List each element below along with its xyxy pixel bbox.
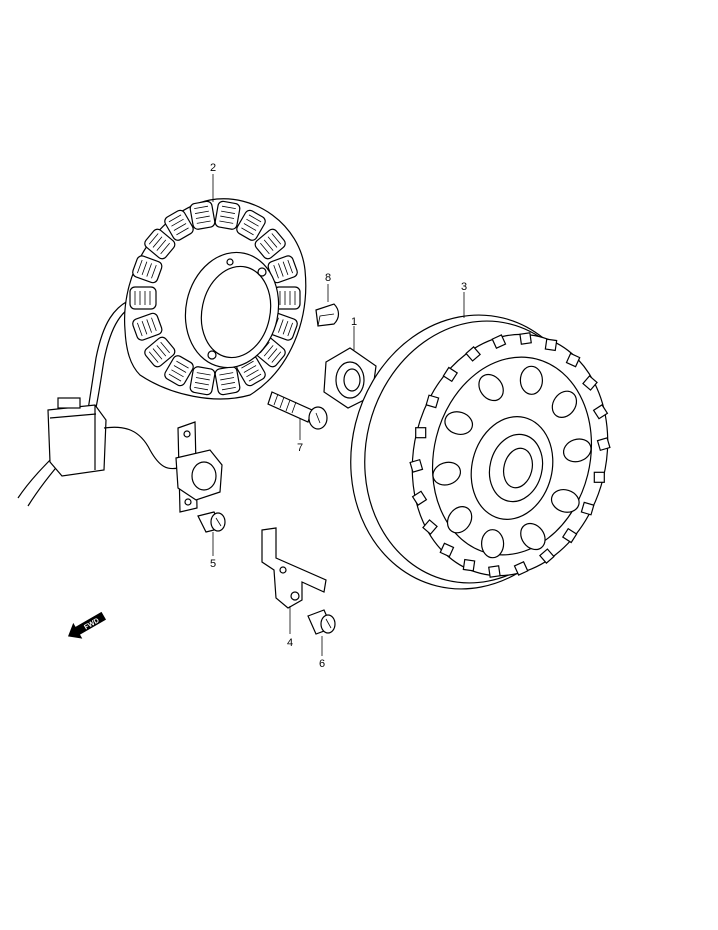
bracket-part-4 bbox=[261, 527, 327, 609]
rotor-tooth bbox=[422, 519, 438, 535]
rotor-tooth bbox=[565, 352, 581, 368]
stator-winding bbox=[189, 366, 216, 396]
rotor-tooth bbox=[415, 427, 427, 439]
stator-winding bbox=[132, 312, 163, 341]
stator-winding bbox=[189, 200, 216, 230]
rotor-tooth bbox=[409, 458, 424, 473]
rotor-tooth bbox=[592, 404, 609, 420]
pickup-coil bbox=[175, 421, 223, 513]
stator-winding bbox=[164, 355, 194, 387]
rotor-window bbox=[520, 522, 546, 551]
rotor-tooth bbox=[462, 558, 476, 572]
rotor-tooth bbox=[513, 560, 529, 576]
rotor-tooth bbox=[539, 548, 555, 564]
collar-part-1 bbox=[323, 347, 377, 409]
fwd-label: FWD bbox=[83, 617, 100, 631]
leader-lines bbox=[212, 174, 465, 656]
rotor-tooth bbox=[488, 565, 501, 578]
rotor-flywheel-part-3 bbox=[350, 314, 611, 590]
callout-8: 8 bbox=[325, 272, 331, 284]
callout-3: 3 bbox=[461, 281, 467, 293]
callout-4: 4 bbox=[287, 637, 293, 649]
rotor-window bbox=[519, 365, 544, 395]
rotor-tooth bbox=[582, 375, 598, 391]
callout-6: 6 bbox=[319, 658, 325, 670]
rotor-window bbox=[446, 506, 473, 534]
rotor-window bbox=[480, 529, 505, 559]
callout-1: 1 bbox=[351, 316, 357, 328]
rotor-tooth bbox=[442, 366, 459, 383]
fwd-arrow-icon: FWD bbox=[67, 611, 107, 639]
rotor-window bbox=[550, 489, 580, 513]
rotor-tooth bbox=[411, 490, 428, 506]
rotor-window bbox=[478, 373, 504, 402]
stator-winding bbox=[236, 209, 266, 241]
rotor-window bbox=[551, 390, 578, 418]
rotor-tooth bbox=[491, 334, 507, 350]
rotor-tooth bbox=[425, 394, 440, 409]
stator-winding bbox=[132, 255, 163, 284]
stator-winding bbox=[164, 209, 194, 241]
bolt-part-7 bbox=[267, 391, 328, 430]
screw-part-6 bbox=[307, 609, 336, 635]
stator-coil-part bbox=[87, 198, 307, 413]
stator-winding bbox=[273, 286, 301, 310]
callout-7: 7 bbox=[297, 442, 303, 454]
stator-winding bbox=[254, 228, 286, 260]
rotor-tooth bbox=[561, 527, 578, 544]
callout-2: 2 bbox=[210, 162, 216, 174]
rotor-window bbox=[432, 461, 462, 486]
rotor-window bbox=[444, 411, 474, 435]
rotor-tooth bbox=[519, 332, 532, 345]
wire-connector bbox=[17, 397, 179, 507]
rotor-tooth bbox=[593, 471, 605, 483]
callout-5: 5 bbox=[210, 558, 216, 570]
stator-winding bbox=[144, 336, 176, 368]
stator-winding bbox=[129, 286, 157, 310]
rotor-tooth bbox=[465, 346, 481, 362]
stator-winding bbox=[144, 228, 176, 260]
rotor-tooth bbox=[596, 437, 611, 452]
rotor-tooth bbox=[544, 338, 558, 352]
screw-part-5 bbox=[197, 511, 226, 533]
rotor-tooth bbox=[580, 501, 595, 516]
rotor-tooth bbox=[439, 542, 455, 558]
stator-winding bbox=[214, 200, 241, 230]
stator-winding bbox=[214, 366, 241, 396]
woodruff-key-part-8 bbox=[315, 303, 340, 327]
stator-winding bbox=[267, 255, 298, 284]
rotor-window bbox=[562, 438, 592, 463]
